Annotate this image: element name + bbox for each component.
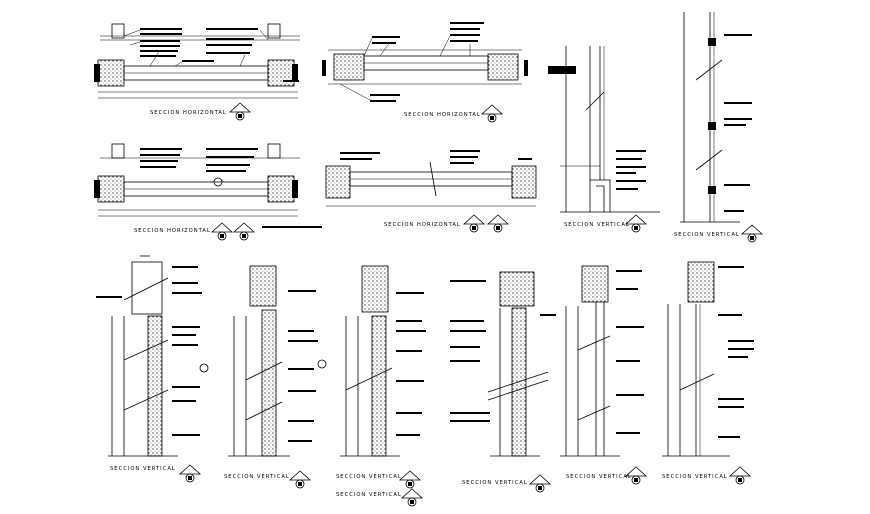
vertical-section-top-2 xyxy=(680,12,752,223)
section-marker-icon xyxy=(481,104,503,123)
section-marker-icon xyxy=(179,464,201,483)
label-horizontal-1: SECCION HORIZONTAL xyxy=(150,110,227,116)
vertical-section-5 xyxy=(450,271,556,457)
section-marker-icon xyxy=(401,488,423,507)
section-marker-icon xyxy=(463,214,485,233)
label-vertical-7: SECCION VERTICAL xyxy=(662,474,728,480)
horizontal-section-1 xyxy=(94,23,300,99)
section-marker-icon xyxy=(289,470,311,489)
label-vertical-top-2: SECCION VERTICAL xyxy=(674,232,740,238)
label-vertical-top-1: SECCION VERTICAL xyxy=(564,222,630,228)
section-marker-icon xyxy=(399,470,421,489)
label-vertical-2: SECCION VERTICAL xyxy=(224,474,290,480)
horizontal-section-3 xyxy=(94,143,322,228)
horizontal-section-4 xyxy=(325,150,537,207)
vertical-section-1 xyxy=(96,255,209,457)
section-marker-icon xyxy=(211,222,233,241)
label-horizontal-3: SECCION HORIZONTAL xyxy=(134,228,211,234)
label-vertical-1: SECCION VERTICAL xyxy=(110,466,176,472)
label-vertical-4: SECCION VERTICAL xyxy=(336,492,402,498)
section-marker-icon xyxy=(529,474,551,493)
section-marker-icon xyxy=(233,222,255,241)
label-horizontal-2: SECCION HORIZONTAL xyxy=(404,112,481,118)
horizontal-section-2 xyxy=(322,22,528,102)
section-marker-icon xyxy=(229,102,251,121)
section-marker-icon xyxy=(487,214,509,233)
vertical-section-7 xyxy=(662,261,754,457)
section-marker-icon xyxy=(729,466,751,485)
vertical-section-2 xyxy=(228,265,327,457)
label-vertical-6: SECCION VERTICAL xyxy=(566,474,632,480)
section-marker-icon xyxy=(741,224,763,243)
label-vertical-5: SECCION VERTICAL xyxy=(462,480,528,486)
label-vertical-3: SECCION VERTICAL xyxy=(336,474,402,480)
vertical-section-3 xyxy=(340,265,426,457)
label-horizontal-4: SECCION HORIZONTAL xyxy=(384,222,461,228)
vertical-section-top-1 xyxy=(548,46,660,213)
vertical-section-6 xyxy=(560,265,644,457)
